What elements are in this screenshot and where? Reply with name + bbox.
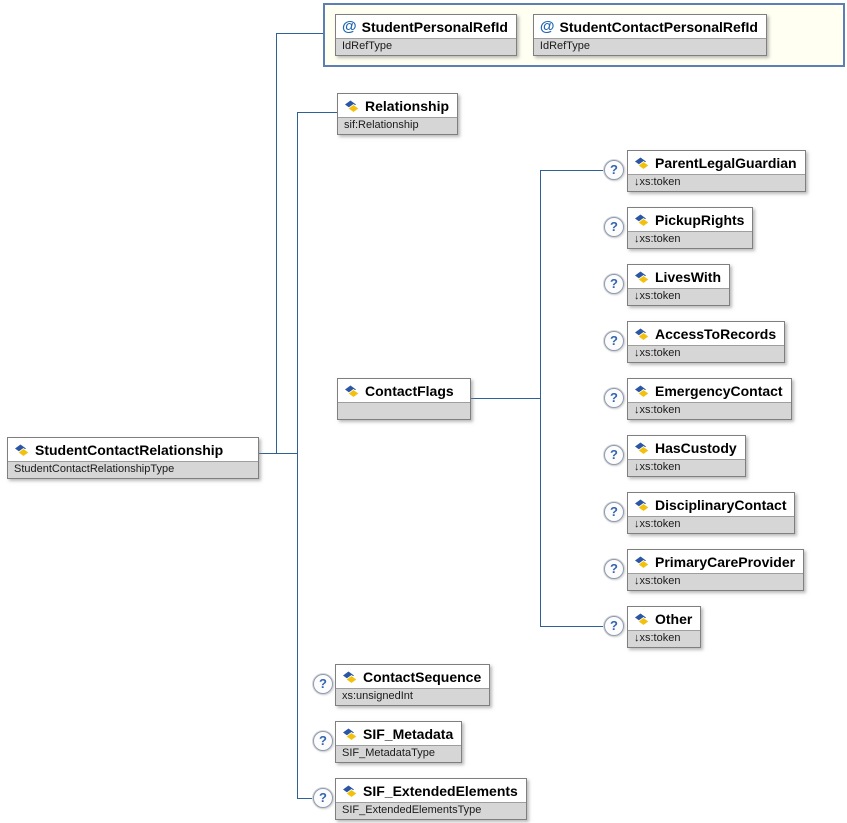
attribute-node-student-contact-personal-ref-id[interactable]: @ StudentContactPersonalRefId IdRefType	[532, 14, 767, 56]
element-type: ↓xs:token	[628, 573, 804, 590]
element-type: ↓xs:token	[628, 174, 805, 191]
element-icon	[634, 214, 650, 227]
element-icon	[634, 613, 650, 626]
element-icon	[634, 499, 650, 512]
node-primary-care-provider[interactable]: PrimaryCareProvider ↓xs:token	[627, 549, 805, 591]
attribute-icon: @	[342, 18, 357, 35]
element-type	[338, 402, 470, 419]
node-sif-extended-elements[interactable]: SIF_ExtendedElements SIF_ExtendedElement…	[335, 778, 527, 820]
connector-line	[276, 33, 323, 34]
element-type: StudentContactRelationshipType	[8, 461, 258, 478]
node-student-contact-relationship[interactable]: StudentContactRelationship StudentContac…	[7, 437, 259, 479]
attribute-type: IdRefType	[533, 38, 766, 55]
element-icon	[634, 157, 650, 170]
element-name: ParentLegalGuardian	[655, 155, 797, 171]
node-pickup-rights[interactable]: PickupRights ↓xs:token	[627, 207, 754, 249]
node-relationship[interactable]: Relationship sif:Relationship	[337, 93, 459, 135]
attribute-type: IdRefType	[336, 38, 516, 55]
element-name: ContactFlags	[365, 383, 454, 399]
element-name: EmergencyContact	[655, 383, 783, 399]
optional-icon: ?	[604, 331, 624, 351]
element-type: SIF_ExtendedElementsType	[336, 802, 526, 819]
optional-icon: ?	[604, 445, 624, 465]
connector-line	[259, 453, 297, 454]
connector-line	[297, 112, 298, 799]
element-type: ↓xs:token	[628, 516, 795, 533]
node-has-custody[interactable]: HasCustody ↓xs:token	[627, 435, 746, 477]
node-lives-with[interactable]: LivesWith ↓xs:token	[627, 264, 730, 306]
element-type: ↓xs:token	[628, 345, 785, 362]
attribute-name: StudentPersonalRefId	[361, 19, 508, 35]
connector-line	[540, 170, 541, 627]
node-contact-flags[interactable]: ContactFlags	[337, 378, 471, 420]
element-name: Relationship	[365, 98, 450, 114]
element-name: LivesWith	[655, 269, 721, 285]
element-icon	[634, 328, 650, 341]
element-name: PrimaryCareProvider	[655, 554, 796, 570]
optional-icon: ?	[604, 616, 624, 636]
element-icon	[344, 385, 360, 398]
node-emergency-contact[interactable]: EmergencyContact ↓xs:token	[627, 378, 792, 420]
attribute-icon: @	[539, 18, 555, 35]
node-disciplinary-contact[interactable]: DisciplinaryContact ↓xs:token	[627, 492, 796, 534]
connector-line	[297, 112, 337, 113]
optional-icon: ?	[604, 160, 624, 180]
element-name: PickupRights	[655, 212, 745, 228]
element-type: sif:Relationship	[338, 117, 458, 134]
optional-icon: ?	[604, 274, 624, 294]
optional-icon: ?	[604, 502, 624, 522]
connector-line	[276, 33, 277, 454]
node-other[interactable]: Other ↓xs:token	[627, 606, 702, 648]
optional-icon: ?	[313, 674, 333, 694]
element-name: StudentContactRelationship	[35, 442, 224, 458]
element-type: SIF_MetadataType	[336, 745, 462, 762]
attribute-node-student-personal-ref-id[interactable]: @ StudentPersonalRefId IdRefType	[335, 14, 517, 56]
element-name: Other	[655, 611, 693, 627]
attributes-frame: @ StudentPersonalRefId IdRefType @ Stude…	[323, 3, 845, 67]
element-icon	[634, 442, 650, 455]
optional-icon: ?	[604, 559, 624, 579]
element-icon	[342, 728, 358, 741]
optional-icon: ?	[313, 731, 333, 751]
element-icon	[342, 671, 358, 684]
attribute-name: StudentContactPersonalRefId	[559, 19, 758, 35]
element-name: AccessToRecords	[655, 326, 777, 342]
optional-icon: ?	[313, 788, 333, 808]
element-icon	[634, 556, 650, 569]
connector-line	[540, 626, 604, 627]
node-parent-legal-guardian[interactable]: ParentLegalGuardian ↓xs:token	[627, 150, 806, 192]
element-name: HasCustody	[655, 440, 737, 456]
element-icon	[634, 271, 650, 284]
element-icon	[344, 100, 360, 113]
node-contact-sequence[interactable]: ContactSequence xs:unsignedInt	[335, 664, 491, 706]
element-type: ↓xs:token	[628, 402, 791, 419]
element-type: ↓xs:token	[628, 231, 753, 248]
connector-line	[297, 798, 314, 799]
element-icon	[634, 385, 650, 398]
node-sif-metadata[interactable]: SIF_Metadata SIF_MetadataType	[335, 721, 463, 763]
element-type: xs:unsignedInt	[336, 688, 490, 705]
element-type: ↓xs:token	[628, 288, 729, 305]
element-name: DisciplinaryContact	[655, 497, 787, 513]
element-icon	[14, 444, 30, 457]
element-type: ↓xs:token	[628, 459, 745, 476]
element-icon	[342, 785, 358, 798]
connector-line	[471, 398, 540, 399]
node-access-to-records[interactable]: AccessToRecords ↓xs:token	[627, 321, 786, 363]
element-name: SIF_Metadata	[363, 726, 454, 742]
optional-icon: ?	[604, 217, 624, 237]
element-name: SIF_ExtendedElements	[363, 783, 518, 799]
element-type: ↓xs:token	[628, 630, 701, 647]
element-name: ContactSequence	[363, 669, 482, 685]
optional-icon: ?	[604, 388, 624, 408]
connector-line	[540, 170, 604, 171]
